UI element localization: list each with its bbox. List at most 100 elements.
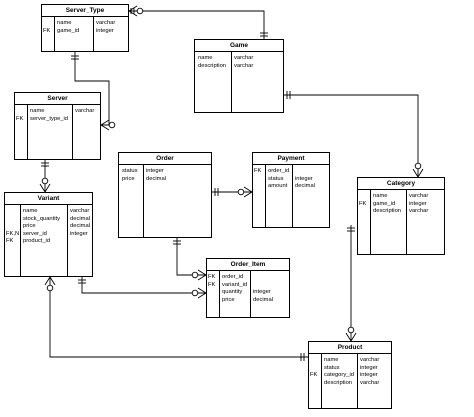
entity-order[interactable]: Order status price integer decimal [118, 152, 212, 238]
attribute-type: integer [295, 175, 313, 182]
attribute-type: integer [96, 27, 114, 34]
entity-title: Order [119, 153, 211, 165]
key-cell: FK [208, 281, 216, 288]
attribute-type: integer [360, 372, 378, 378]
attribute-name: status [324, 364, 340, 371]
attribute-type [73, 116, 100, 124]
attribute-type [68, 238, 92, 246]
crows-foot-server [100, 119, 116, 131]
attribute-name: name [57, 20, 72, 26]
attribute-name: order_id [222, 274, 244, 280]
entity-title: Payment [253, 153, 329, 165]
attribute-name: name [198, 55, 213, 61]
key-cell: FK [43, 27, 51, 34]
attribute-name: game_id [57, 27, 80, 34]
attribute-type: varchar [234, 62, 254, 69]
attribute-name: name [23, 208, 38, 214]
relationship-server-server-type [71, 52, 110, 126]
key-cell [15, 108, 27, 116]
attribute-type: varchar [360, 379, 380, 386]
attribute-type: varchar [409, 193, 429, 199]
crows-foot-server-type [128, 5, 144, 17]
attribute-type: varchar [70, 208, 90, 214]
crows-foot-order-item-order [191, 269, 207, 281]
key-cell [253, 176, 265, 184]
entity-title: Game [195, 40, 283, 52]
key-cell [5, 216, 20, 224]
entity-category[interactable]: Category FK name game_id description var… [357, 177, 445, 255]
attribute-type: integer [360, 364, 378, 371]
attribute-name: status [268, 175, 284, 182]
attribute-type: varchar [75, 108, 95, 114]
attribute-type: integer [253, 289, 271, 295]
key-cell: FK [254, 168, 262, 174]
attribute-name: name [30, 108, 45, 114]
entity-product[interactable]: Product FK name status category_id descr… [308, 341, 392, 409]
entity-title: Order_Item [207, 259, 289, 271]
key-cell: FK [310, 372, 318, 378]
relationship-category-product [347, 225, 355, 341]
key-cell: FK [16, 115, 24, 122]
attribute-type: decimal [253, 296, 273, 303]
attribute-name: quantity [222, 289, 243, 295]
entity-title: Server_Type [42, 5, 128, 17]
entity-payment[interactable]: Payment FK order_id status amount intege… [252, 152, 330, 228]
key-cell: FK [359, 200, 367, 207]
attribute-name: amount [268, 183, 288, 189]
attribute-type: integer [70, 230, 88, 237]
relationship-server-variant [41, 160, 49, 192]
entity-server-type[interactable]: Server_Type FK name game_id varchar inte… [41, 4, 129, 52]
attribute-type: varchar [360, 357, 380, 363]
attribute-type: decimal [295, 183, 315, 189]
attribute-name: game_id [373, 200, 396, 207]
attribute-name: name [373, 193, 388, 199]
key-cell: FK [208, 274, 216, 280]
key-cell [207, 297, 219, 305]
attribute-name: price [122, 175, 135, 182]
key-cell [42, 20, 54, 28]
entity-game[interactable]: Game name description varchar varchar [194, 39, 284, 113]
relationship-category-game [284, 91, 419, 177]
attribute-name: server_id [23, 230, 47, 237]
relationship-product-variant [49, 277, 308, 361]
key-cell [358, 193, 370, 201]
attribute-type: decimal [146, 175, 166, 182]
attribute-name: price [23, 223, 36, 229]
key-cell [358, 208, 370, 216]
crows-foot-variant-server [39, 177, 51, 193]
key-cell [207, 289, 219, 297]
entity-variant[interactable]: Variant FK,N FK name stock_quantity pric… [4, 192, 93, 277]
crows-foot-variant-product [44, 276, 56, 292]
key-cell: FK [6, 238, 14, 244]
attribute-name: description [198, 62, 227, 69]
entity-order-item[interactable]: Order_Item FK FK order_id variant_id qua… [206, 258, 290, 318]
attribute-name: status [122, 168, 138, 174]
attribute-name: stock_quantity [23, 215, 61, 222]
key-cell [309, 380, 321, 388]
attribute-name: description [324, 379, 353, 386]
key-cell [5, 223, 20, 231]
attribute-name: order_id [268, 168, 290, 174]
entity-title: Product [309, 342, 391, 354]
relationship-server-type-game [129, 8, 268, 39]
attribute-type [251, 274, 289, 282]
attribute-name: name [324, 357, 339, 363]
attribute-type: integer [409, 200, 427, 207]
attribute-type [293, 168, 329, 176]
attribute-type: decimal [70, 215, 90, 222]
crows-foot-category [412, 162, 424, 178]
attribute-name: category_id [324, 372, 354, 378]
attribute-name: variant_id [222, 281, 248, 288]
entity-title: Variant [5, 193, 92, 205]
attribute-name: server_type_id [30, 115, 69, 122]
attribute-type: integer [146, 168, 164, 174]
crows-foot-payment [237, 186, 253, 198]
attribute-type: varchar [234, 55, 254, 61]
entity-server[interactable]: Server FK name server_type_id varchar [14, 92, 101, 160]
key-cell [253, 183, 265, 191]
key-cell [309, 365, 321, 373]
crows-foot-order-item-variant [191, 287, 207, 299]
attribute-name: price [222, 296, 235, 303]
